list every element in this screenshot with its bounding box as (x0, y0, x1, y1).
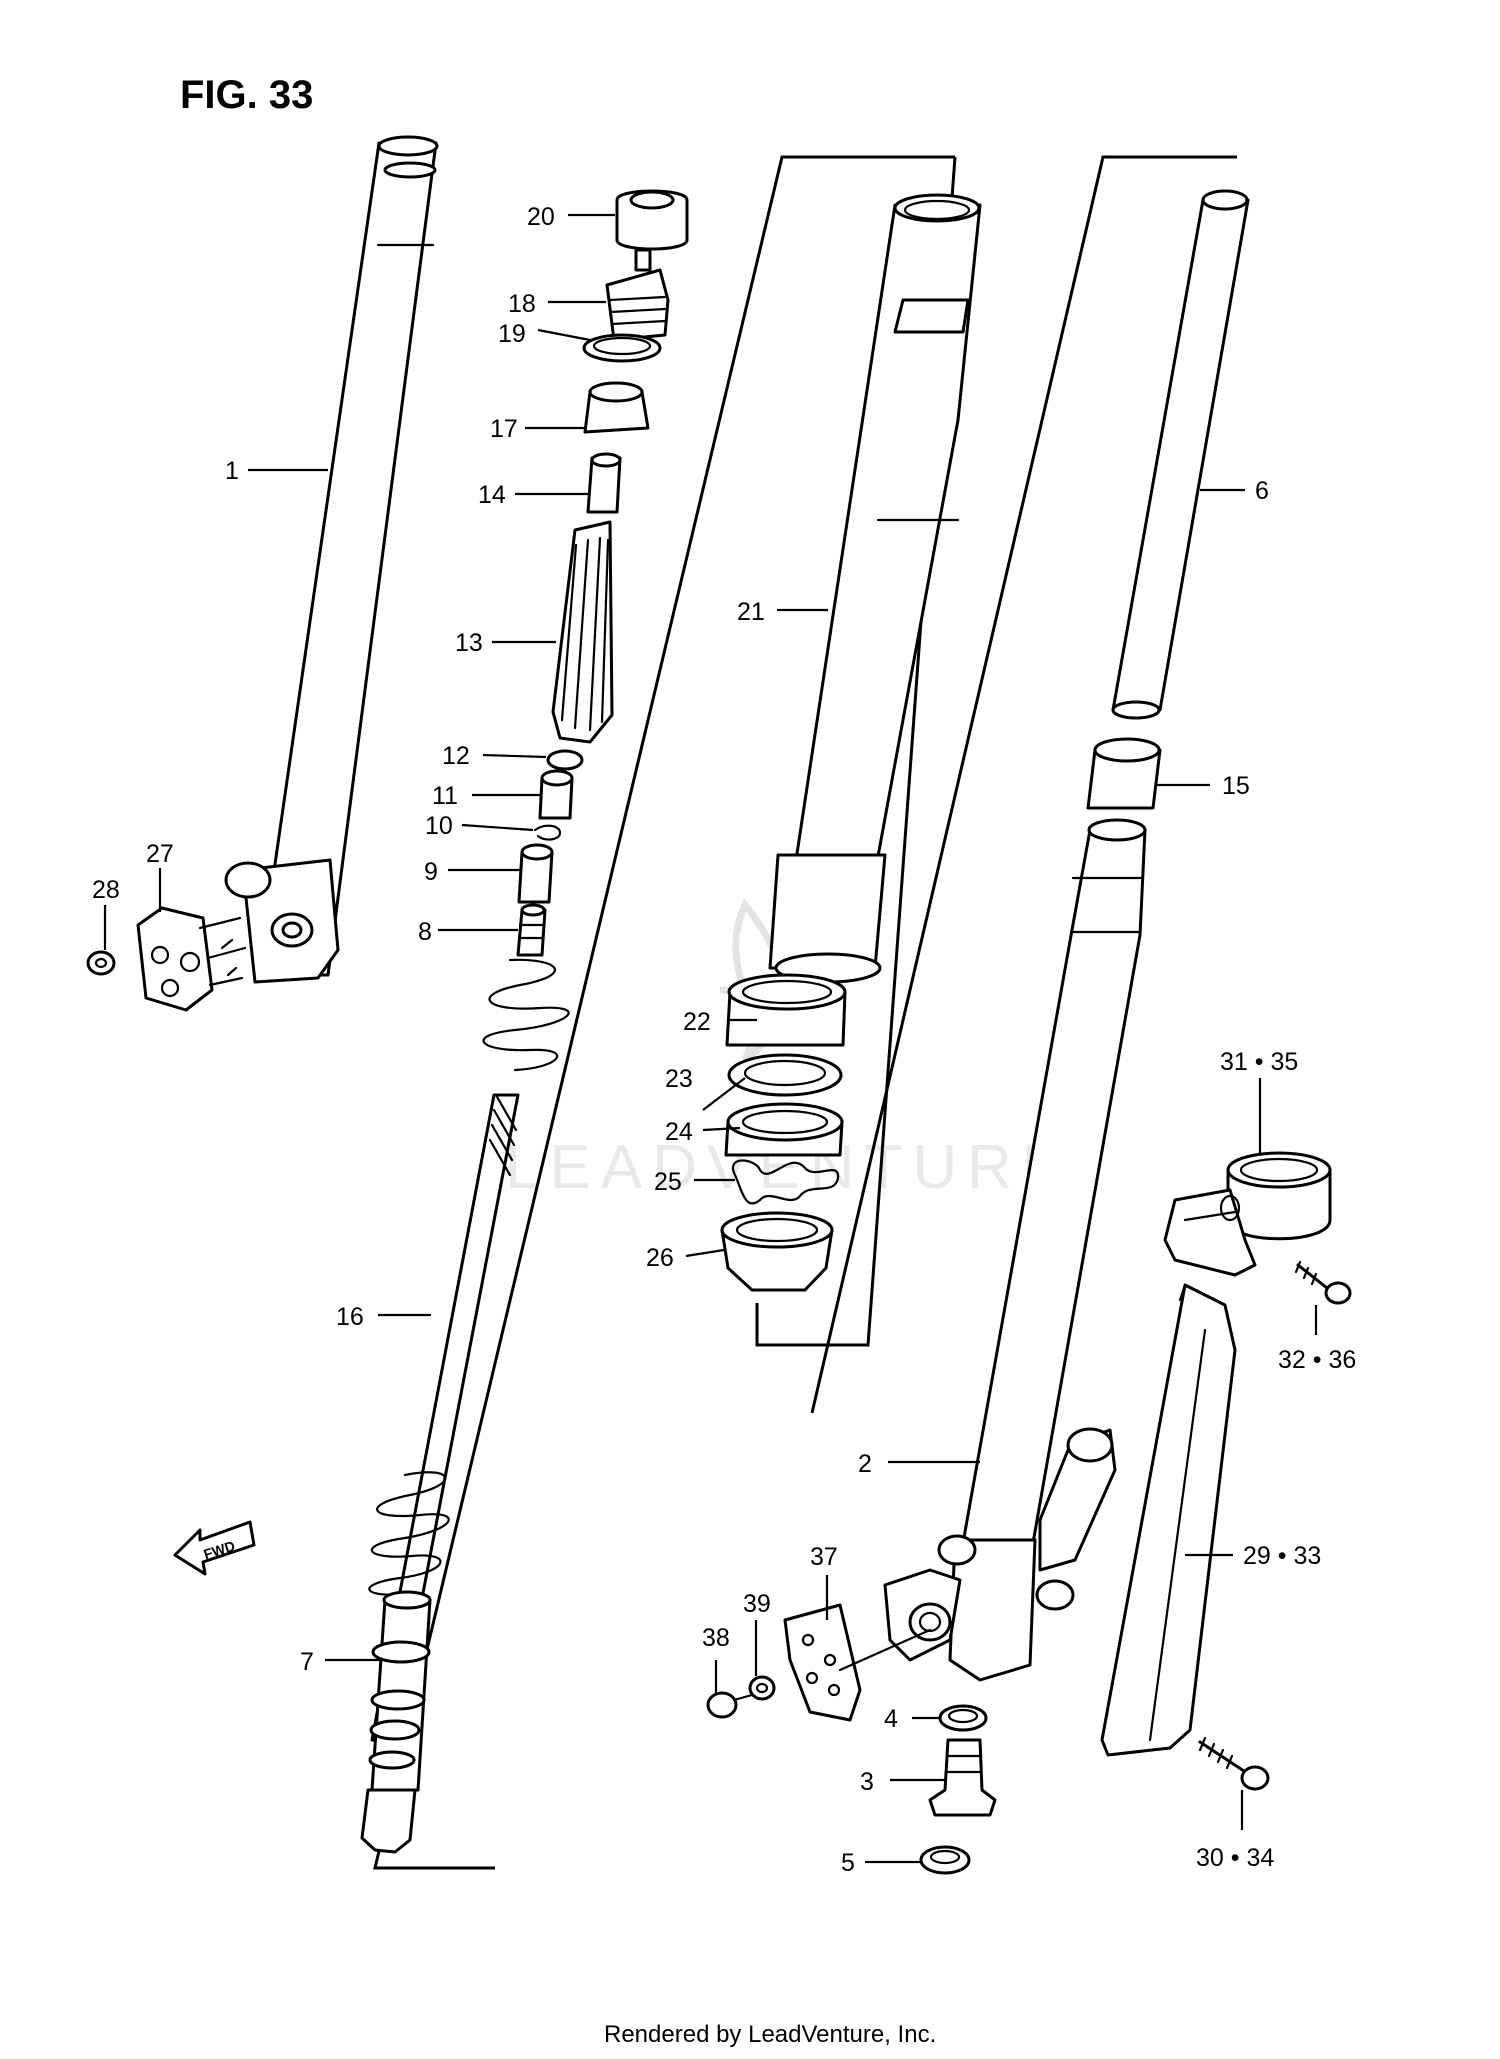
frame-inner-group (373, 155, 955, 1870)
callout-28: 28 (92, 876, 120, 904)
callout-14: 14 (478, 481, 506, 509)
callout-12: 12 (442, 742, 470, 770)
callout-18: 18 (508, 290, 536, 318)
frame-outer-tube-group (755, 156, 957, 1347)
part-25-stopper-ring (731, 1159, 840, 1205)
callout-5: 5 (841, 1849, 855, 1877)
callout-25: 25 (654, 1168, 682, 1196)
callout-30-34: 30 • 34 (1196, 1844, 1274, 1872)
group-frames (373, 155, 1237, 1870)
part-19-o-ring (582, 333, 662, 363)
part-7-cartridge (360, 1471, 450, 1854)
callout-4: 4 (884, 1705, 898, 1733)
leader-lines (103, 213, 1318, 1864)
callout-11: 11 (432, 782, 458, 810)
callout-27: 27 (146, 840, 174, 868)
part-37-bracket-plate (783, 1603, 932, 1722)
fwd-arrow-icon: FWD (173, 1520, 256, 1576)
callout-21: 21 (737, 598, 765, 626)
callout-10: 10 (425, 812, 453, 840)
part-20-cap (615, 189, 689, 251)
callout-16: 16 (336, 1303, 364, 1331)
part-14-nut (586, 452, 622, 514)
part-22-guide-bushing (725, 973, 847, 1047)
part-30-34-bolt (1198, 1736, 1270, 1791)
part-24-oil-seal (724, 1102, 844, 1157)
callout-29-33: 29 • 33 (1243, 1542, 1321, 1570)
footer-credit: Rendered by LeadVenture, Inc. (604, 2021, 936, 2048)
part-39-washer (748, 1675, 776, 1701)
part-8-rod-end (516, 903, 547, 957)
part-31-35-guard-clamp (1163, 1151, 1332, 1277)
part-23-washer (727, 1053, 843, 1097)
callout-13: 13 (455, 629, 483, 657)
callout-39: 39 (743, 1590, 771, 1618)
part-38-bolt (706, 1691, 754, 1719)
part-18-cap-bolt (605, 248, 670, 342)
part-17-collar (583, 381, 650, 434)
callout-37: 37 (810, 1543, 838, 1571)
callout-22: 22 (683, 1008, 711, 1036)
part-5-plug (919, 1845, 971, 1875)
part-10-clip (533, 824, 562, 841)
callout-19: 19 (498, 320, 526, 348)
callout-1: 1 (225, 457, 239, 485)
figure-title: FIG. 33 (180, 73, 313, 117)
part-13-spring-guide (551, 520, 614, 744)
frame-right-leg-group (810, 155, 1237, 1414)
callout-24: 24 (665, 1118, 693, 1146)
part-28-nut (86, 950, 116, 976)
callout-23: 23 (665, 1065, 693, 1093)
part-11-bushing (538, 769, 574, 820)
callout-15: 15 (1222, 772, 1250, 800)
part-4-gasket (938, 1704, 988, 1732)
callout-9: 9 (424, 858, 438, 886)
part-27-axle-holder (136, 906, 247, 1012)
part-6-fork-spring (1111, 189, 1250, 720)
callout-20: 20 (527, 203, 555, 231)
callout-7: 7 (300, 1648, 314, 1676)
callout-17: 17 (490, 415, 518, 443)
callout-labels: 1 2 3 4 5 6 7 8 9 10 11 12 13 14 15 16 1… (92, 203, 1356, 1877)
callout-38: 38 (702, 1624, 730, 1652)
callout-2: 2 (858, 1450, 872, 1478)
part-15-spacer (1086, 737, 1162, 810)
part-2-outer-tube-right (883, 818, 1147, 1682)
part-3-bolt (928, 1738, 997, 1817)
part-9-bushing (517, 843, 554, 904)
callout-32-36: 32 • 36 (1278, 1346, 1356, 1374)
part-29-33-fork-guard (1100, 1283, 1237, 1757)
callout-31-35: 31 • 35 (1220, 1048, 1298, 1076)
callout-8: 8 (418, 918, 432, 946)
part-12-ring (546, 749, 584, 771)
part-21-outer-tube (768, 193, 982, 984)
callout-6: 6 (1255, 477, 1269, 505)
part-26-dust-seal (720, 1211, 834, 1292)
part-1-inner-tube-left (224, 135, 439, 984)
callout-26: 26 (646, 1244, 674, 1272)
callout-3: 3 (860, 1768, 874, 1796)
part-32-36-bolt (1294, 1260, 1352, 1305)
